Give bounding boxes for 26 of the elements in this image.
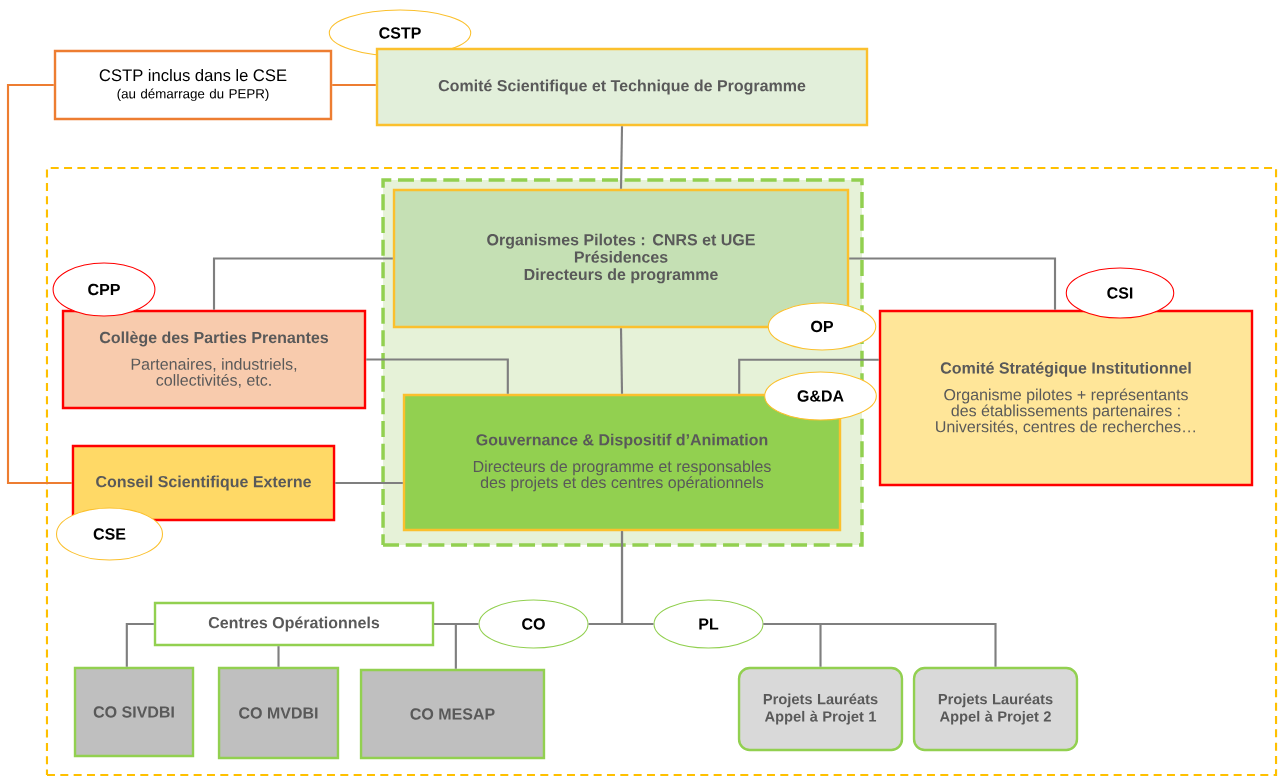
connector — [763, 622, 997, 667]
connector — [620, 531, 654, 626]
process-box: CO SIVDBI — [73, 666, 195, 758]
connector — [366, 358, 509, 394]
connector — [619, 126, 624, 189]
connector — [849, 257, 1057, 310]
dashed-frame — [45, 166, 1278, 777]
process-box: CO MESAP — [359, 668, 546, 760]
connector — [212, 257, 393, 310]
connector — [277, 646, 280, 667]
connector — [335, 481, 403, 485]
process-box: CSTP inclus dans le CSE (au démarrage du PEPR) — [53, 49, 333, 121]
process-box: Conseil Scientifique Externe — [71, 444, 336, 522]
process-box: CO MVDBI — [217, 666, 340, 760]
connector — [6, 83, 72, 485]
connector — [738, 358, 879, 394]
connector — [619, 328, 624, 394]
connector — [125, 622, 154, 667]
process-box: Centres Opérationnels — [153, 601, 435, 647]
connector — [332, 83, 376, 87]
project-box: Projets Lauréats Appel à Projet 2 — [912, 666, 1079, 752]
process-box: Collège des Parties Prenantes Partenaires, industriels, collectivités, etc. — [61, 309, 367, 410]
connector — [434, 622, 457, 669]
process-box: Comité Stratégique Institutionnel Organisme pilotes + représentants des établissements partenaires : Universités, centres de recherches… — [878, 309, 1254, 487]
project-box: Projets Lauréats Appel à Projet 1 — [737, 666, 904, 752]
process-box: Comité Scientifique et Technique de Programme — [375, 47, 869, 127]
